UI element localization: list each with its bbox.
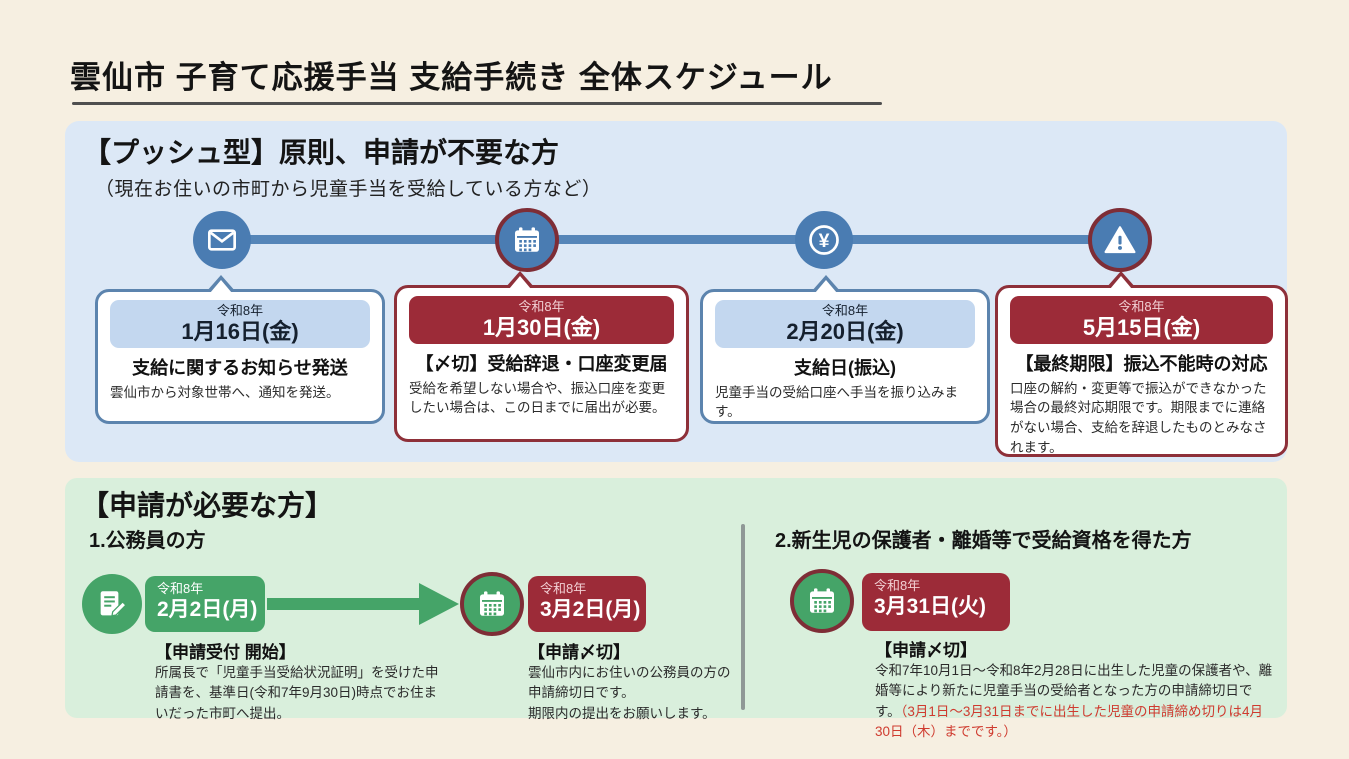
left-deadline-body: 雲仙市内にお住いの公務員の方の申請締切日です。 期限内の提出をお願いします。 xyxy=(528,665,731,721)
step-card-payment: 令和8年 2月20日(金) 支給日(振込) 児童手当の受給口座へ手当を振り込みま… xyxy=(700,275,990,424)
apply-right-subtitle: 2.新生児の保護者・離婚等で受給資格を得た方 xyxy=(775,530,1192,552)
step-card-deadline-change: 令和8年 1月30日(金) 【〆切】受給辞退・口座変更届 受給を希望しない場合や… xyxy=(394,271,689,442)
start-body: 所属長で「児童手当受給状況証明」を受けた申請書を、基準日(令和7年9月30日)時… xyxy=(155,665,439,721)
mail-icon-glyph xyxy=(208,229,236,251)
date-pill: 令和8年 2月20日(金) xyxy=(715,300,975,348)
right-deadline-body-black2: 日です。 xyxy=(875,683,1253,719)
warning-icon xyxy=(1088,208,1152,272)
date-pill: 令和8年 1月30日(金) xyxy=(409,296,674,344)
step-card-notice: 令和8年 1月16日(金) 支給に関するお知らせ発送 雲仙市から対象世帯へ、通知… xyxy=(95,275,385,424)
calendar-icon xyxy=(460,572,524,636)
era-label: 令和8年 xyxy=(821,303,869,318)
era-label: 令和8年 xyxy=(540,581,587,596)
era-label: 令和8年 xyxy=(874,578,921,593)
date-label: 2月20日(金) xyxy=(786,318,904,344)
calendar-icon-glyph xyxy=(810,588,834,613)
right-deadline-date-pill: 令和8年 3月31日(火) xyxy=(862,573,1010,631)
date-label: 3月31日(火) xyxy=(874,595,987,619)
document-pencil-icon xyxy=(82,574,142,634)
push-section-title: 【プッシュ型】原則、申請が不要な方 xyxy=(83,137,560,168)
era-label: 令和8年 xyxy=(157,581,204,596)
timeline-bar xyxy=(222,235,1122,244)
document-pencil-icon-glyph xyxy=(100,591,127,617)
page-title: 雲仙市 子育て応援手当 支給手続き 全体スケジュール xyxy=(70,60,833,95)
left-deadline-heading: 【申請〆切】 xyxy=(528,643,630,662)
era-label: 令和8年 xyxy=(1118,299,1165,314)
flow-arrow xyxy=(267,583,459,625)
date-label: 1月16日(金) xyxy=(181,318,299,344)
step-body: 口座の解約・変更等で振込ができなかった場合の最終対応期限です。期限までに連絡がな… xyxy=(1010,380,1267,455)
calendar-icon-glyph xyxy=(480,591,504,616)
start-heading: 【申請受付 開始】 xyxy=(155,643,296,662)
mail-icon xyxy=(193,211,251,269)
push-section-subtitle: （現在お住いの市町から児童手当を受給している方など） xyxy=(95,179,602,200)
apply-section-title: 【申請が必要な方】 xyxy=(81,490,334,521)
right-deadline-body-black: 令和7年10月1日～令和8年2月28日に出生した児童の保護者や、離婚等により新た… xyxy=(875,663,1273,699)
step-card-final-limit: 令和8年 5月15日(金) 【最終期限】振込不能時の対応 口座の解約・変更等で振… xyxy=(995,271,1288,457)
push-type-section: 【プッシュ型】原則、申請が不要な方 （現在お住いの市町から児童手当を受給している… xyxy=(65,121,1288,462)
date-label: 1月30日(金) xyxy=(482,314,601,340)
deadline-date-pill: 令和8年 3月2日(月) xyxy=(528,576,646,632)
step-body: 受給を希望しない場合や、振込口座を変更したい場合は、この日までに届出が必要。 xyxy=(409,380,666,416)
step-body: 雲仙市から対象世帯へ、通知を発送。 xyxy=(110,384,340,400)
step-heading: 【〆切】受給辞退・口座変更届 xyxy=(415,353,668,374)
warning-icon-glyph xyxy=(1104,226,1136,254)
date-pill: 令和8年 5月15日(金) xyxy=(1010,296,1273,344)
yen-icon-glyph: ¥ xyxy=(809,225,839,255)
calendar-icon xyxy=(495,208,559,272)
calendar-icon xyxy=(790,569,854,633)
date-pill: 令和8年 1月16日(金) xyxy=(110,300,370,348)
apply-left-subtitle: 1.公務員の方 xyxy=(89,530,206,552)
right-deadline-heading: 【申請〆切】 xyxy=(875,641,977,660)
date-label: 3月2日(月) xyxy=(540,598,641,622)
step-heading: 支給に関するお知らせ発送 xyxy=(132,357,348,378)
title-underline xyxy=(72,102,882,105)
step-heading: 支給日(振込) xyxy=(794,357,896,378)
application-required-section: 【申請が必要な方】 1.公務員の方 2.新生児の保護者・離婚等で受給資格を得た方… xyxy=(65,478,1287,739)
step-heading: 【最終期限】振込不能時の対応 xyxy=(1015,353,1268,374)
era-label: 令和8年 xyxy=(518,299,565,314)
start-date-pill: 令和8年 2月2日(月) xyxy=(145,576,265,632)
right-deadline-body: 令和7年10月1日～令和8年2月28日に出生した児童の保護者や、離婚等により新た… xyxy=(875,661,1277,742)
step-body: 児童手当の受給口座へ手当を振り込みます。 xyxy=(715,384,958,420)
era-label: 令和8年 xyxy=(216,303,264,318)
date-label: 5月15日(金) xyxy=(1082,314,1201,340)
column-divider xyxy=(741,524,745,710)
svg-text:¥: ¥ xyxy=(819,230,830,252)
date-label: 2月2日(月) xyxy=(157,598,258,622)
yen-icon: ¥ xyxy=(795,211,853,269)
calendar-icon-glyph xyxy=(515,227,539,252)
right-deadline-body-red-note: （3月1日～3月31日までに出生した児童の申請締め切りは4月30日（木）までです… xyxy=(875,703,1263,739)
